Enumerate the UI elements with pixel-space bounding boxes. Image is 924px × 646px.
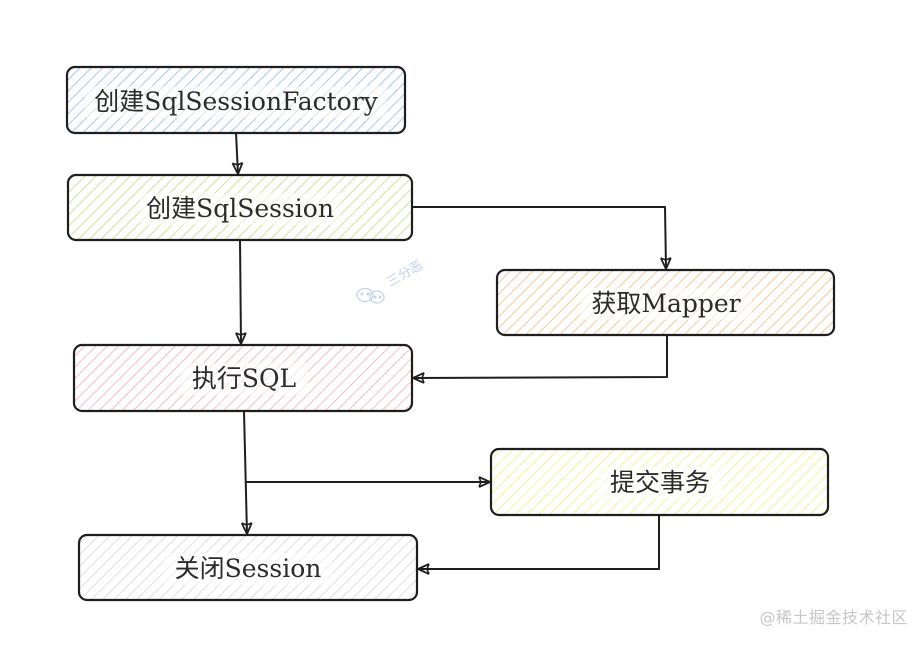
node-commit-transaction: 提交事务 bbox=[489, 447, 830, 517]
node-get-mapper: 获取Mapper bbox=[495, 268, 836, 337]
node-close-session: 关闭Session bbox=[77, 533, 419, 602]
edges bbox=[231, 132, 672, 575]
watermark: 三分恶 bbox=[356, 258, 426, 304]
node-label: 关闭Session bbox=[175, 554, 322, 583]
node-label: 执行SQL bbox=[192, 364, 296, 393]
node-execute-sql: 执行SQL bbox=[72, 343, 414, 413]
edge-session-to-execute bbox=[235, 239, 247, 345]
edge-mapper-to-execute bbox=[412, 334, 668, 384]
node-label: 创建SqlSessionFactory bbox=[94, 87, 378, 116]
edge-factory-to-session bbox=[231, 132, 244, 175]
node-label: 获取Mapper bbox=[591, 289, 740, 318]
node-create-session: 创建SqlSession bbox=[66, 173, 414, 242]
node-label: 提交事务 bbox=[610, 468, 710, 497]
edge-execute-to-close bbox=[240, 410, 253, 535]
source-credit: @稀土掘金技术社区 bbox=[759, 608, 908, 627]
node-create-factory: 创建SqlSessionFactory bbox=[65, 65, 407, 135]
edge-session-to-mapper bbox=[411, 206, 672, 270]
watermark-text: 三分恶 bbox=[385, 258, 426, 290]
wechat-icon bbox=[356, 287, 385, 304]
node-label: 创建SqlSession bbox=[146, 194, 334, 223]
edge-commit-to-close bbox=[417, 514, 660, 575]
